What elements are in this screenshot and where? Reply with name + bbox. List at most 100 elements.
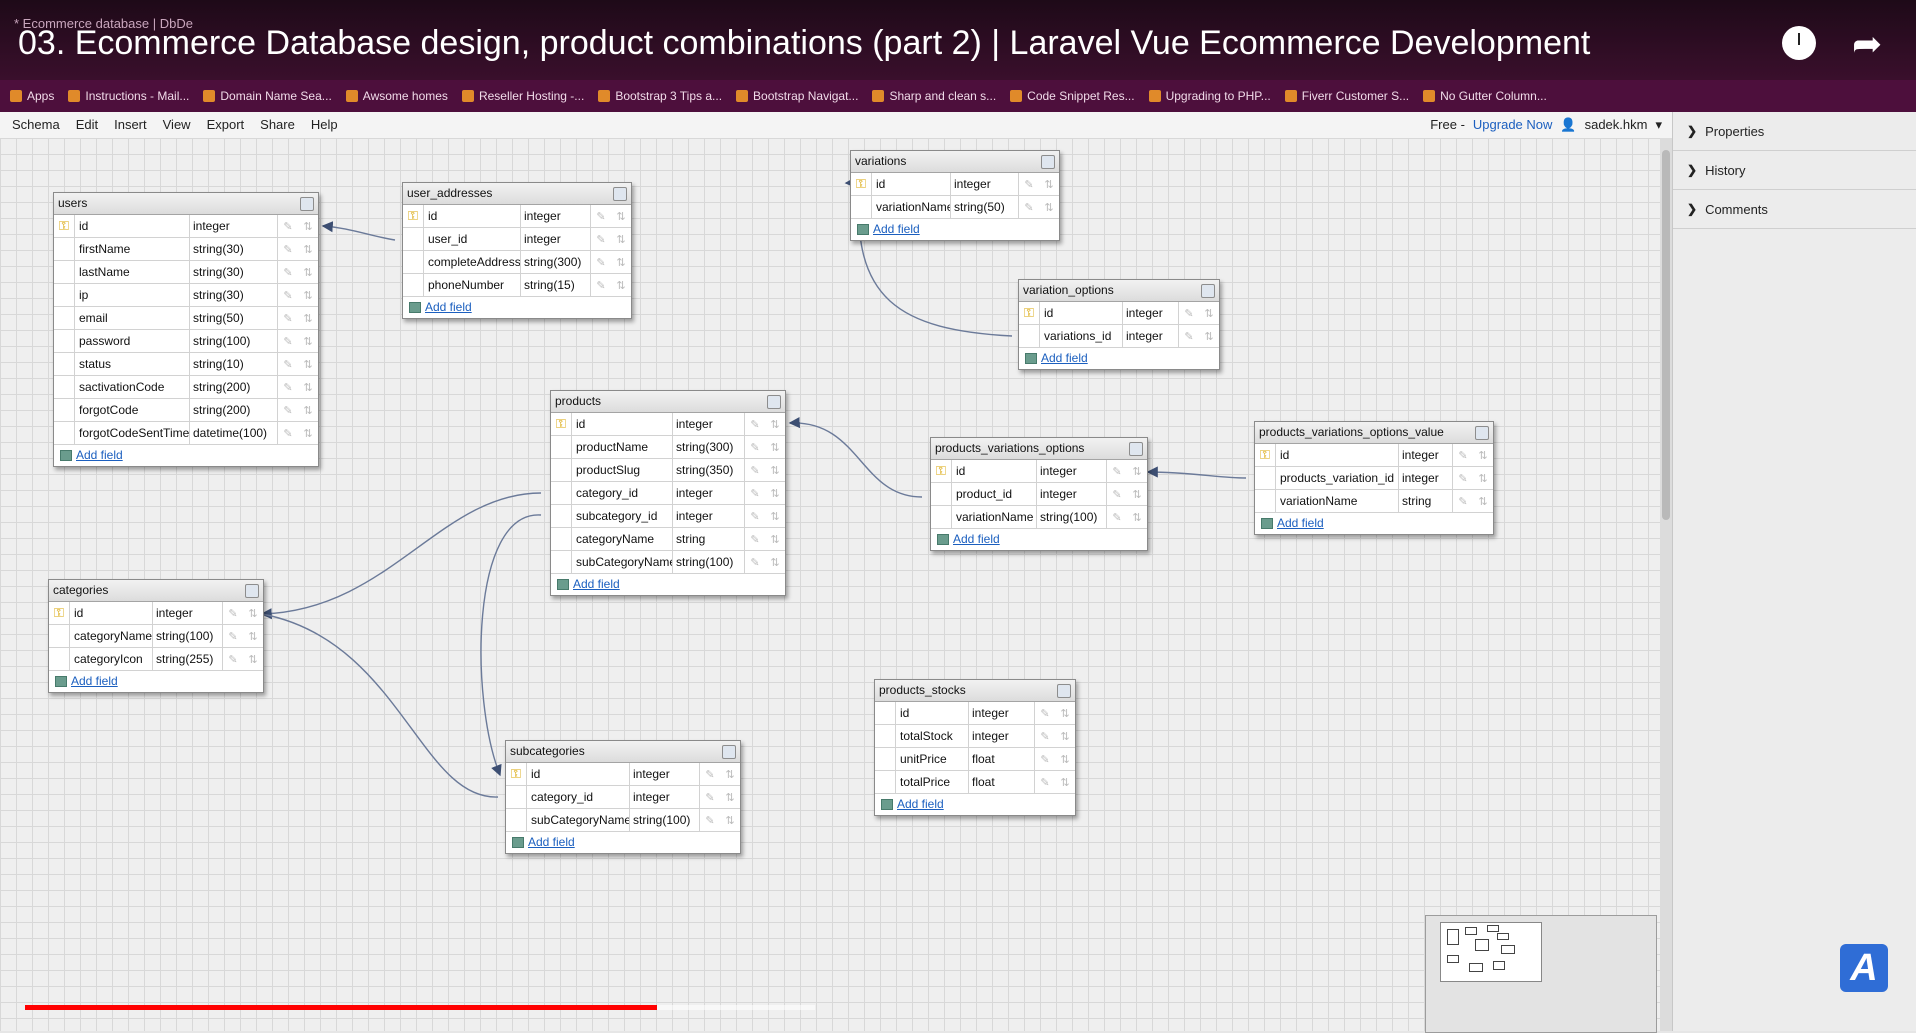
- edit-field-icon[interactable]: ✎: [283, 404, 293, 417]
- table-title[interactable]: users: [54, 193, 318, 215]
- edit-field-icon[interactable]: ✎: [283, 220, 293, 233]
- bookmark-item[interactable]: Fiverr Customer S...: [1284, 89, 1409, 103]
- reorder-field-icon[interactable]: ⇅: [1478, 495, 1488, 508]
- reorder-field-icon[interactable]: ⇅: [770, 418, 780, 431]
- reorder-field-icon[interactable]: ⇅: [1060, 707, 1070, 720]
- reorder-field-icon[interactable]: ⇅: [616, 256, 626, 269]
- reorder-field-icon[interactable]: ⇅: [1204, 330, 1214, 343]
- edit-table-icon[interactable]: [613, 187, 627, 201]
- bookmark-item[interactable]: Bootstrap 3 Tips a...: [598, 89, 722, 103]
- table-title[interactable]: products_variations_options: [931, 438, 1147, 460]
- share-icon[interactable]: ➦: [1852, 23, 1883, 64]
- edit-field-icon[interactable]: ✎: [228, 630, 238, 643]
- edit-field-icon[interactable]: ✎: [283, 289, 293, 302]
- edit-field-icon[interactable]: ✎: [750, 556, 760, 569]
- edit-field-icon[interactable]: ✎: [1184, 330, 1194, 343]
- user-menu[interactable]: sadek.hkm: [1584, 117, 1648, 132]
- edit-field-icon[interactable]: ✎: [283, 358, 293, 371]
- chevron-down-icon[interactable]: ▾: [1655, 117, 1662, 132]
- edit-field-icon[interactable]: ✎: [1040, 707, 1050, 720]
- edit-field-icon[interactable]: ✎: [1112, 465, 1122, 478]
- reorder-field-icon[interactable]: ⇅: [1478, 472, 1488, 485]
- table-title[interactable]: products_stocks: [875, 680, 1075, 702]
- table-title[interactable]: user_addresses: [403, 183, 631, 205]
- add-field-link[interactable]: Add field: [953, 532, 1000, 546]
- edit-field-icon[interactable]: ✎: [1040, 776, 1050, 789]
- bookmark-item[interactable]: Domain Name Sea...: [203, 89, 332, 103]
- scrollbar-thumb[interactable]: [1662, 150, 1670, 520]
- reorder-field-icon[interactable]: ⇅: [1132, 488, 1142, 501]
- table-title[interactable]: products_variations_options_value: [1255, 422, 1493, 444]
- menu-export[interactable]: Export: [206, 117, 245, 132]
- add-field-link[interactable]: Add field: [1041, 351, 1088, 365]
- menu-insert[interactable]: Insert: [114, 117, 147, 132]
- bookmark-item[interactable]: Instructions - Mail...: [68, 89, 189, 103]
- edit-field-icon[interactable]: ✎: [750, 487, 760, 500]
- menu-schema[interactable]: Schema: [12, 117, 60, 132]
- add-field-link[interactable]: Add field: [528, 835, 575, 849]
- edit-table-icon[interactable]: [300, 197, 314, 211]
- edit-field-icon[interactable]: ✎: [705, 814, 715, 827]
- reorder-field-icon[interactable]: ⇅: [770, 556, 780, 569]
- reorder-field-icon[interactable]: ⇅: [303, 335, 313, 348]
- table-title[interactable]: variation_options: [1019, 280, 1219, 302]
- bookmark-item[interactable]: Code Snippet Res...: [1010, 89, 1135, 103]
- add-field-link[interactable]: Add field: [897, 797, 944, 811]
- edit-field-icon[interactable]: ✎: [1024, 178, 1034, 191]
- add-field-icon[interactable]: [1025, 353, 1037, 364]
- edit-field-icon[interactable]: ✎: [705, 791, 715, 804]
- bookmark-item[interactable]: Reseller Hosting -...: [461, 89, 584, 103]
- add-field-icon[interactable]: [857, 224, 869, 235]
- reorder-field-icon[interactable]: ⇅: [770, 441, 780, 454]
- reorder-field-icon[interactable]: ⇅: [1478, 449, 1488, 462]
- reorder-field-icon[interactable]: ⇅: [303, 381, 313, 394]
- add-field-link[interactable]: Add field: [873, 222, 920, 236]
- reorder-field-icon[interactable]: ⇅: [303, 289, 313, 302]
- reorder-field-icon[interactable]: ⇅: [248, 653, 258, 666]
- add-field-link[interactable]: Add field: [1277, 516, 1324, 530]
- minimap[interactable]: [1425, 915, 1657, 1033]
- edit-field-icon[interactable]: ✎: [283, 335, 293, 348]
- watch-later-icon[interactable]: [1782, 26, 1816, 60]
- reorder-field-icon[interactable]: ⇅: [770, 487, 780, 500]
- bookmark-item[interactable]: Awsome homes: [345, 89, 448, 103]
- video-progress-bar[interactable]: [25, 1005, 657, 1010]
- reorder-field-icon[interactable]: ⇅: [770, 533, 780, 546]
- add-field-link[interactable]: Add field: [71, 674, 118, 688]
- reorder-field-icon[interactable]: ⇅: [725, 791, 735, 804]
- reorder-field-icon[interactable]: ⇅: [303, 427, 313, 440]
- edit-field-icon[interactable]: ✎: [283, 427, 293, 440]
- edit-field-icon[interactable]: ✎: [228, 653, 238, 666]
- upgrade-link[interactable]: Upgrade Now: [1472, 117, 1553, 132]
- edit-field-icon[interactable]: ✎: [596, 233, 606, 246]
- bookmark-item[interactable]: Apps: [10, 89, 54, 103]
- side-item-comments[interactable]: ❯Comments: [1673, 190, 1916, 229]
- edit-field-icon[interactable]: ✎: [596, 256, 606, 269]
- reorder-field-icon[interactable]: ⇅: [1044, 201, 1054, 214]
